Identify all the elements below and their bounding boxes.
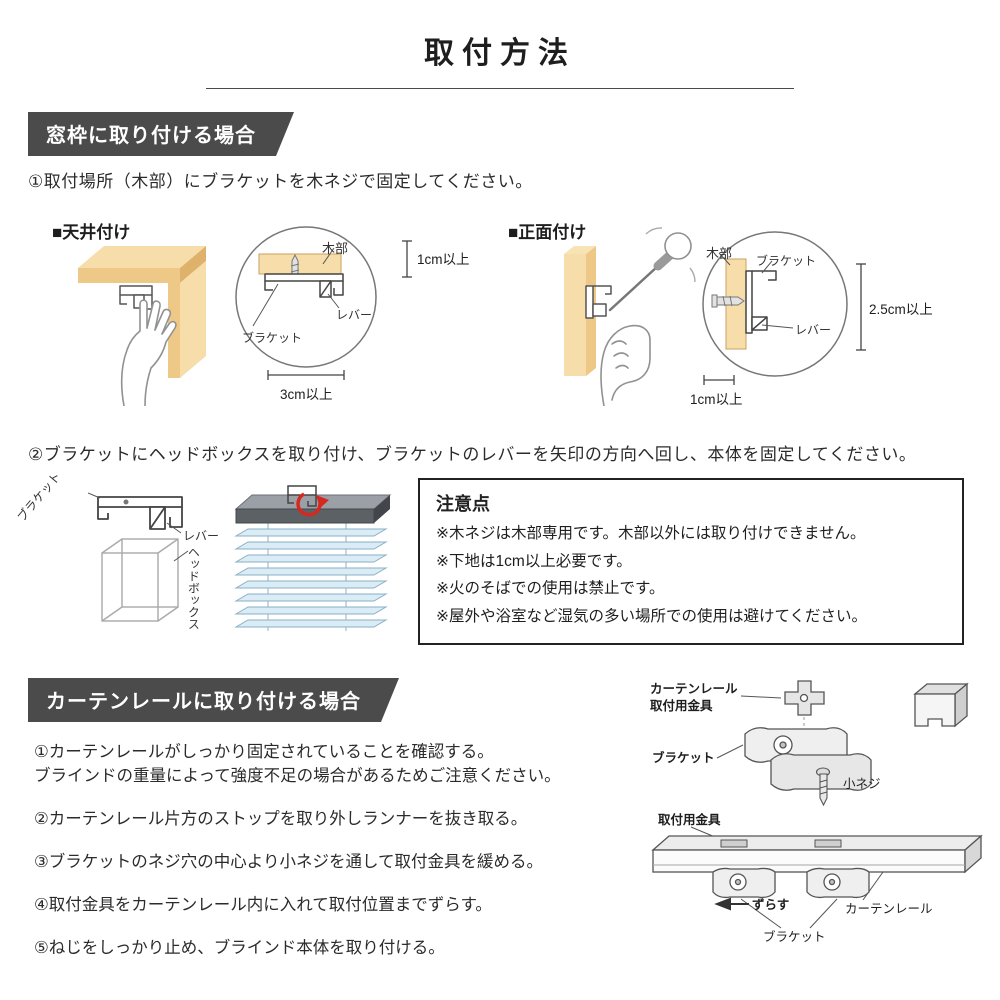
front-lever-label: レバー xyxy=(795,323,832,337)
rail-fitting-icon xyxy=(784,680,825,716)
rail-curtain-rail-label: カーテンレール xyxy=(845,902,933,916)
front-dim-horizontal-label: 1cm以上 xyxy=(690,392,743,407)
rail-step-5: ⑤ねじをしっかり止め、ブラインド本体を取り付ける。 xyxy=(34,938,445,957)
hanging-brackets-icon xyxy=(712,867,870,899)
caution-item: ※屋外や浴室など湿気の多い場所での使用は避けてください。 xyxy=(436,607,868,625)
bracket-icon xyxy=(97,496,183,530)
ceiling-dimension-vertical-icon xyxy=(402,240,412,278)
hand-icon xyxy=(600,324,651,406)
front-dimension-vertical-icon xyxy=(856,263,866,351)
ceiling-bracket-label: ブラケット xyxy=(242,331,303,345)
section-header-curtain-rail-label: カーテンレールに取り付ける場合 xyxy=(46,691,361,713)
headbox-wireframe-icon xyxy=(101,538,179,622)
attach-headbox-label: ヘッドボックス xyxy=(186,546,201,630)
ceiling-detail-circle xyxy=(235,226,377,368)
ceiling-dimension-horizontal-icon xyxy=(267,370,345,380)
attach-lever-label: レバー xyxy=(183,529,220,543)
rotate-arrow-icon xyxy=(296,492,329,517)
small-screw-icon xyxy=(815,767,831,807)
front-mount-hand-illustration xyxy=(564,227,696,406)
hand-icon xyxy=(120,299,177,406)
wood-screw-icon xyxy=(711,294,745,308)
caution-title: 注意点 xyxy=(436,494,490,514)
rail-fitting-label: カーテンレール 取付用金具 xyxy=(650,682,738,713)
ceiling-mount-title: ■天井付け xyxy=(52,223,131,242)
rail-fitting2-label: 取付用金具 xyxy=(658,813,721,827)
rail-shift-label: ずらす xyxy=(752,898,790,912)
curtain-rail-diagram xyxy=(651,680,983,929)
leader-lines xyxy=(88,492,189,562)
blind-illustration xyxy=(234,485,392,631)
slats xyxy=(234,528,388,628)
rail-step-3: ③ブラケットのネジ穴の中心より小ネジを通して取付金具を緩める。 xyxy=(34,852,543,871)
fittings-in-rail-icon xyxy=(720,839,842,848)
ceiling-lever-label: レバー xyxy=(336,308,373,322)
rail-step-2: ②カーテンレール片方のストップを取り外しランナーを抜き取る。 xyxy=(34,809,528,828)
screwdriver-icon xyxy=(608,243,683,312)
rail-bracket-top-label: ブラケット xyxy=(652,751,715,765)
leader-lines xyxy=(718,252,794,329)
front-mount-title: ■正面付け xyxy=(508,223,587,242)
bracket-headbox-diagram xyxy=(88,492,189,622)
bracket-icon xyxy=(585,285,612,319)
caution-box: 注意点 ※木ネジは木部専用です。木部以外には取り付けできません。 ※下地は1cm… xyxy=(418,478,964,645)
ceiling-dim-horizontal-label: 3cm以上 xyxy=(280,387,333,402)
rail-step-1: ①カーテンレールがしっかり固定されていることを確認する。 ブラインドの重量によっ… xyxy=(34,743,561,785)
curtain-rail-steps: ①カーテンレールがしっかり固定されていることを確認する。 ブラインドの重量によっ… xyxy=(34,741,634,980)
section-header-curtain-rail: カーテンレールに取り付ける場合 xyxy=(28,678,399,722)
hand-icon xyxy=(664,232,692,260)
ceiling-dim-vertical-label: 1cm以上 xyxy=(417,252,470,267)
front-detail-circle xyxy=(702,231,848,377)
caution-item: ※木ネジは木部専用です。木部以外には取り付けできません。 xyxy=(436,525,866,542)
ceiling-mount-hand-illustration xyxy=(78,246,206,406)
attach-bracket-label: ブラケット xyxy=(14,469,64,525)
caution-item: ※火のそばでの使用は禁止です。 xyxy=(436,580,665,598)
front-wood-label: 木部 xyxy=(706,246,733,261)
title-divider xyxy=(206,88,794,89)
front-dimension-horizontal-icon xyxy=(703,375,735,385)
rail-cross-section-icon xyxy=(913,682,969,728)
section-header-window-frame-label: 窓枠に取り付ける場合 xyxy=(46,125,256,147)
front-bracket-label: ブラケット xyxy=(756,254,817,268)
rail-step-4: ④取付金具をカーテンレール内に入れて取付位置までずらす。 xyxy=(34,895,492,914)
bracket-icon xyxy=(264,273,344,298)
window-step1-text: ①取付場所（木部）にブラケットを木ネジで固定してください。 xyxy=(28,172,533,191)
caution-item: ※下地は1cm以上必要です。 xyxy=(436,552,632,570)
page-title: 取付方法 xyxy=(424,37,576,70)
front-dim-vertical-label: 2.5cm以上 xyxy=(869,302,933,317)
bracket-icon xyxy=(745,270,777,334)
window-step2-text: ②ブラケットにヘッドボックスを取り付け、ブラケットのレバーを矢印の方向へ回し、本… xyxy=(28,445,917,464)
rail-small-screw-label: 小ネジ xyxy=(843,777,881,791)
leader-lines xyxy=(252,247,340,327)
section-header-window-frame: 窓枠に取り付ける場合 xyxy=(28,112,294,156)
rail-bracket-bottom-label: ブラケット xyxy=(763,930,826,944)
ceiling-wood-label: 木部 xyxy=(322,241,349,256)
shift-arrow-icon xyxy=(714,897,749,911)
